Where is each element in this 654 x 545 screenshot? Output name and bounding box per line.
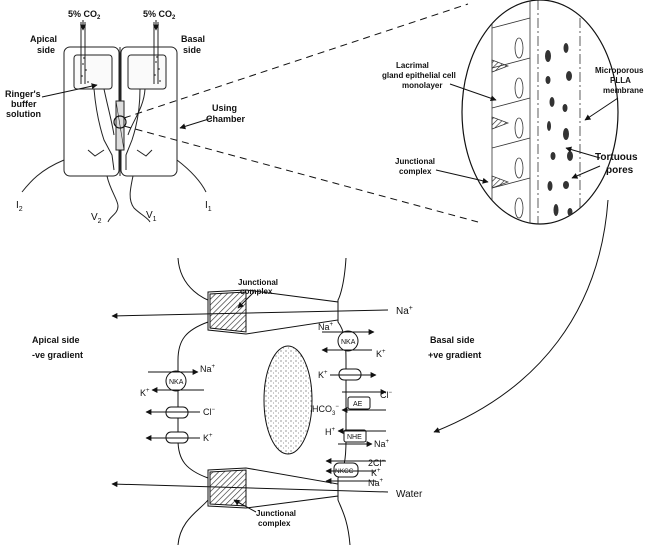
lacrimal-label-1: Lacrimal [396,61,429,70]
ringer-label-1: Ringer's [5,89,41,99]
basal-nka-pump: NKA [321,329,375,353]
membrane-pointer [584,97,619,121]
inset-to-cell-arrow [433,199,609,433]
membrane-label-2: PLLA [610,76,631,85]
tortuous-pointer-1 [565,146,601,159]
ae-hco3-label: HCO3− [312,404,339,417]
na-paracellular-label: Na+ [396,305,413,317]
svg-text:NKA: NKA [341,339,356,346]
nhe-na-label: Na+ [374,439,390,449]
apical-side-label-2: side [37,45,55,55]
junctional-inset-pointer [435,169,489,184]
using-label-2: Chamber [206,114,246,124]
ae-exchanger: AE [341,389,387,413]
svg-text:NKA: NKA [169,379,184,386]
apical-k-label: K+ [203,433,213,443]
nkcc-na-label: Na+ [368,478,384,488]
basal-gradient-label-1: Basal side [430,335,475,345]
membrane-label-1: Microporous [595,66,644,75]
i1-label: I1 [205,200,212,213]
using-pointer [179,117,213,130]
apical-cl-label: Cl− [203,407,216,417]
basal-gradient-label-2: +ve gradient [428,350,481,360]
nkcc-cotransporter: NKCC [325,458,386,484]
ae-cl-label: Cl− [380,390,393,400]
lacrimal-pointer [449,83,497,102]
svg-text:NHE: NHE [347,434,362,441]
lacrimal-label-2: gland epithelial cell [382,71,456,80]
epithelial-cell [177,257,351,545]
ringer-label-2: buffer [11,99,37,109]
basal-k-label: K+ [318,370,328,380]
apical-nka-k-label: K+ [140,388,150,398]
basal-side-label-2: side [183,45,201,55]
nkcc-k-label: K+ [371,468,381,478]
membrane-inset [461,0,619,225]
apical-nka-na-label: Na+ [200,364,216,374]
na-paracellular-arrow [111,309,389,319]
gas-bubbles [81,56,161,83]
tortuous-pointer-2 [571,165,601,179]
v2-label: V2 [91,212,102,225]
junctional-top-label-1: Junctional [238,278,278,287]
ringer-pointer [41,83,98,98]
tortuous-label-1: Tortuous [595,152,638,163]
basal-nka-na-label: Na+ [318,322,334,332]
i2-label: I2 [16,200,23,213]
lacrimal-label-3: monolayer [402,81,442,90]
apical-side-label-1: Apical [30,34,57,44]
junctional-inset-label-2: complex [399,167,432,176]
zoom-line-bottom [123,125,479,223]
using-label-1: Using [212,103,237,113]
junctional-inset-label-1: Junctional [395,157,435,166]
water-paracellular-arrow [111,481,389,493]
zoom-line-top [123,3,469,119]
junctional-bottom-label-2: complex [258,519,291,528]
apical-k-channel [145,431,200,444]
junctional-bottom-pointer [233,499,257,513]
apical-nka-pump: NKA [148,369,204,393]
basal-side-label-1: Basal [181,34,205,44]
membrane-label-3: membrane [603,86,644,95]
basal-nka-k-label: K+ [376,349,386,359]
apical-gradient-label-1: Apical side [32,335,80,345]
water-label: Water [396,489,423,500]
ringer-label-3: solution [6,109,41,119]
ussing-chamber [21,22,207,223]
apical-gradient-label-2: -ve gradient [32,350,83,360]
junctional-top-pointer [237,291,255,309]
co2-right-label: 5% CO2 [143,9,176,21]
nhe-exchanger: NHE [337,428,386,447]
apical-cl-channel [145,406,200,419]
v1-label: V1 [146,210,157,223]
nhe-h-label: H+ [325,427,336,437]
svg-text:AE: AE [353,401,363,408]
basal-k-channel [330,368,377,381]
junctional-top-label-2: complex [240,287,273,296]
co2-left-label: 5% CO2 [68,9,101,21]
nkcc-cl-label: 2Cl− [368,458,386,468]
tortuous-label-2: pores [606,165,634,176]
junctional-bottom-label-1: Junctional [256,509,296,518]
